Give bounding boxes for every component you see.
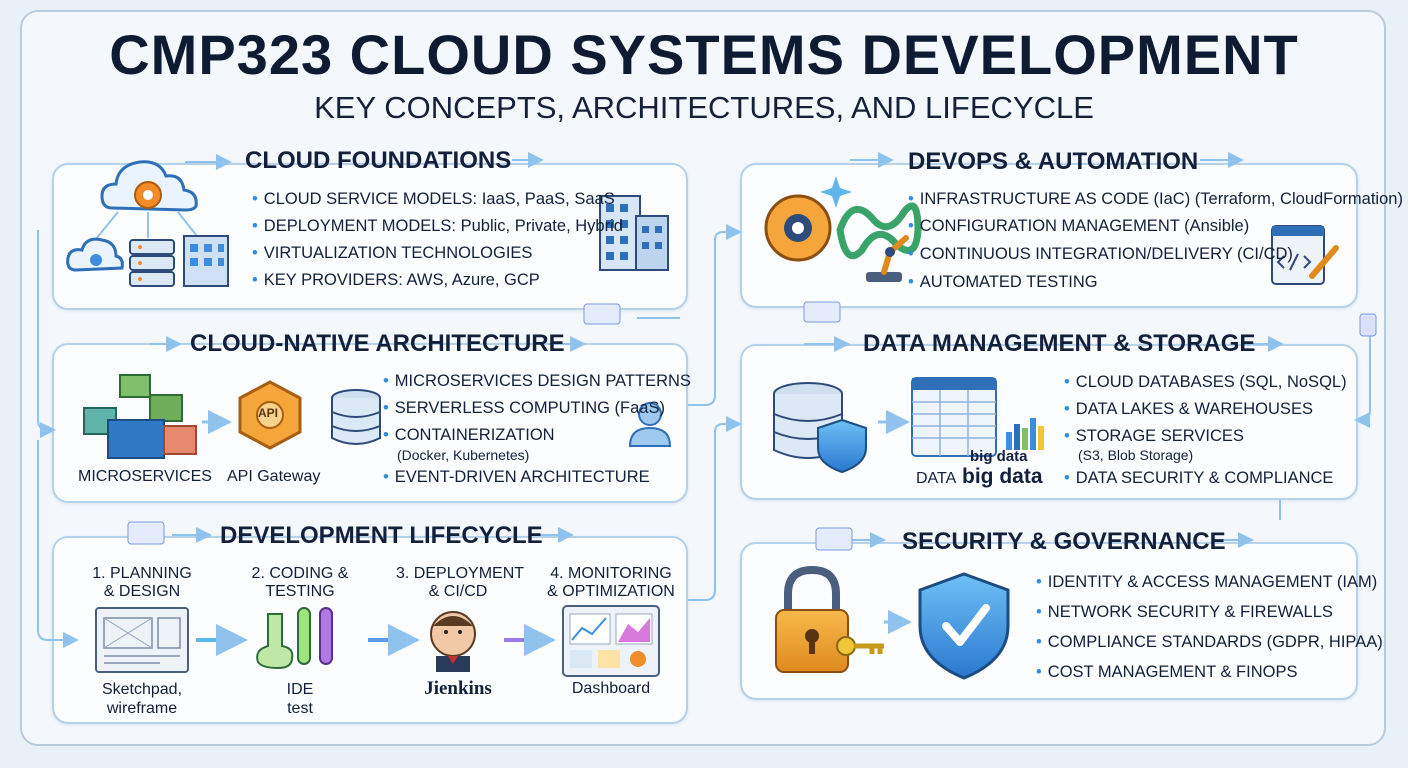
robot-arm-icon <box>866 235 909 282</box>
api-gateway-label: API Gateway <box>227 468 321 485</box>
server-stack-icon <box>129 239 175 287</box>
cloud-native-title: CLOUD-NATIVE ARCHITECTURE <box>190 330 565 357</box>
containerization-sub: (Docker, Kubernetes) <box>397 447 530 463</box>
cloud-foundations-item: •DEPLOYMENT MODELS: Public, Private, Hyb… <box>252 217 623 235</box>
page-title: CMP323 CLOUD SYSTEMS DEVELOPMENT <box>109 23 1299 86</box>
api-gateway-icon <box>238 380 302 450</box>
api-badge-text: API <box>258 406 279 420</box>
cloud-foundations-item: •KEY PROVIDERS: AWS, Azure, GCP <box>252 271 540 289</box>
sparkle-icon <box>820 176 852 208</box>
wireframe-icon <box>95 607 189 673</box>
stage-4-title: 4. MONITORING& OPTIMIZATION <box>547 565 675 600</box>
security-item: •COST MANAGEMENT & FINOPS <box>1036 663 1298 681</box>
stage-4-caption: Dashboard <box>571 680 651 697</box>
dev-lifecycle-title: DEVELOPMENT LIFECYCLE <box>220 522 543 549</box>
code-editor-icon <box>1271 225 1339 285</box>
database-icon <box>331 389 381 445</box>
cloud-foundations-title: CLOUD FOUNDATIONS <box>245 147 512 174</box>
stage-1-caption: Sketchpad,wireframe <box>101 681 183 717</box>
big-data-label: big data <box>962 465 1043 488</box>
jenkins-icon <box>430 611 476 672</box>
stage-3-caption: Jienkins <box>424 678 492 699</box>
security-item: •NETWORK SECURITY & FIREWALLS <box>1036 603 1333 621</box>
security-shield-icon <box>918 572 1010 680</box>
code-tag-chips <box>127 301 1377 551</box>
office-building-icon <box>599 195 669 271</box>
devops-item: •INFRASTRUCTURE AS CODE (IaC) (Terraform… <box>908 190 1403 208</box>
connector-lines <box>37 152 1371 648</box>
data-label: DATA <box>916 470 957 487</box>
cloud-native-item: •SERVERLESS COMPUTING (FaaS) <box>383 399 665 417</box>
data-table-icon <box>911 377 997 457</box>
devops-item: •CONTINUOUS INTEGRATION/DELIVERY (CI/CD) <box>908 245 1293 263</box>
data-mgmt-item: •DATA SECURITY & COMPLIANCE <box>1064 469 1334 487</box>
devops-gears-icon <box>764 194 832 262</box>
microservices-label: MICROSERVICES <box>78 468 212 485</box>
security-item: •COMPLIANCE STANDARDS (GDPR, HIPAA) <box>1036 633 1383 651</box>
page-subtitle: KEY CONCEPTS, ARCHITECTURES, AND LIFECYC… <box>314 90 1094 125</box>
key-icon <box>836 636 884 656</box>
security-item: •IDENTITY & ACCESS MANAGEMENT (IAM) <box>1036 573 1378 591</box>
big-data-bars-icon <box>1006 418 1044 450</box>
security-title: SECURITY & GOVERNANCE <box>902 528 1226 555</box>
devops-item: •CONFIGURATION MANAGEMENT (Ansible) <box>908 217 1250 235</box>
big-data-small-label: big data <box>970 448 1028 465</box>
building-icon-small <box>183 235 229 287</box>
data-mgmt-item: •STORAGE SERVICES <box>1064 427 1244 445</box>
cloud-native-item: •CONTAINERIZATION <box>383 426 555 444</box>
devops-item: •AUTOMATED TESTING <box>908 273 1098 291</box>
infinity-loop-icon <box>836 202 922 260</box>
cloud-foundations-item: •CLOUD SERVICE MODELS: IaaS, PaaS, SaaS <box>252 190 615 208</box>
cloud-shield-icon <box>66 237 124 272</box>
cloud-foundations-item: •VIRTUALIZATION TECHNOLOGIES <box>252 244 533 262</box>
stage-3-title: 3. DEPLOYMENT& CI/CD <box>396 565 525 600</box>
database-shield-icon <box>773 382 867 474</box>
padlock-icon <box>775 565 849 673</box>
storage-sub: (S3, Blob Storage) <box>1078 447 1194 463</box>
cloud-native-item: •EVENT-DRIVEN ARCHITECTURE <box>383 468 650 486</box>
test-tubes-icon <box>256 607 333 670</box>
stage-1-title: 1. PLANNING& DESIGN <box>92 565 192 600</box>
data-mgmt-item: •CLOUD DATABASES (SQL, NoSQL) <box>1064 373 1347 391</box>
stage-2-title: 2. CODING &TESTING <box>251 565 349 600</box>
user-icon <box>628 402 672 447</box>
data-mgmt-title: DATA MANAGEMENT & STORAGE <box>863 330 1256 357</box>
data-mgmt-item: •DATA LAKES & WAREHOUSES <box>1064 400 1313 418</box>
devops-title: DEVOPS & AUTOMATION <box>908 148 1199 175</box>
dashboard-icon <box>562 605 660 677</box>
cloud-native-item: •MICROSERVICES DESIGN PATTERNS <box>383 372 691 390</box>
containers-icon <box>83 374 197 459</box>
cloud-gear-icon <box>100 160 198 212</box>
